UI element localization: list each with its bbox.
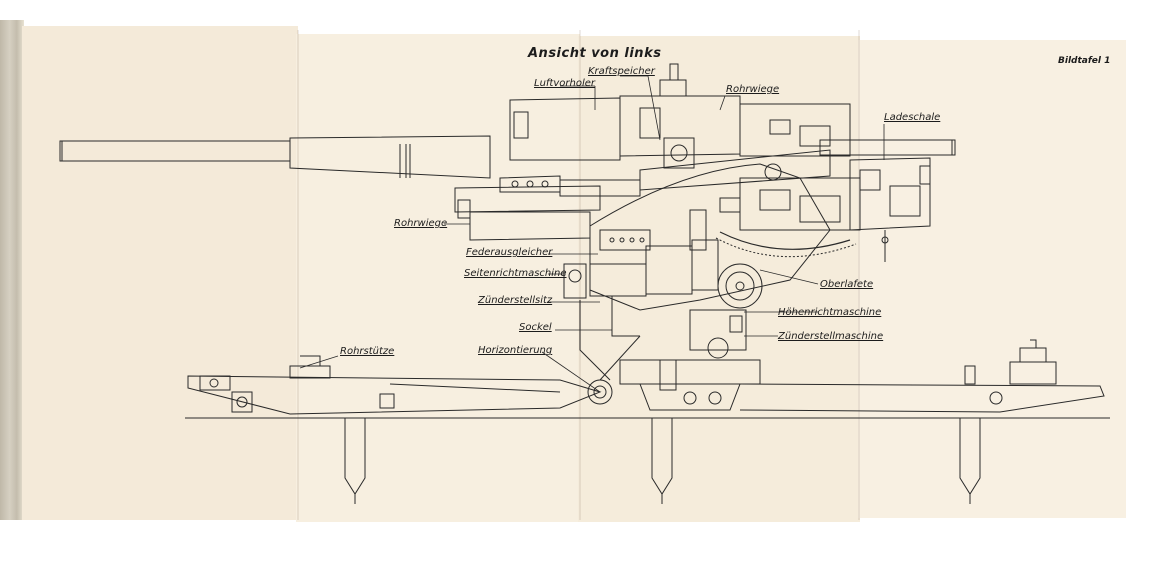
label-luftvorholer: Luftvorholer bbox=[534, 78, 595, 89]
label-rohrwiege-left: Rohrwiege bbox=[394, 218, 448, 229]
book-spine bbox=[0, 20, 24, 520]
page-panel-1 bbox=[22, 26, 298, 520]
label-horizontierung: Horizontierung bbox=[478, 345, 553, 356]
label-sockel: Sockel bbox=[519, 322, 552, 333]
label-rohrstuetze: Rohrstütze bbox=[340, 346, 395, 357]
pedestal bbox=[587, 359, 761, 411]
page-fold bbox=[858, 30, 860, 520]
ground-spikes bbox=[344, 418, 981, 504]
label-zuenderstellsitz: Zünderstellsitz bbox=[478, 295, 553, 306]
label-rohrwiege-top: Rohrwiege bbox=[726, 84, 780, 95]
page-fold bbox=[297, 30, 299, 520]
gun-cradle bbox=[454, 149, 831, 241]
label-ladeschale: Ladeschale bbox=[884, 112, 941, 123]
leader-lines bbox=[299, 75, 885, 393]
label-seitenrichtmaschine: Seitenrichtmaschine bbox=[464, 268, 567, 279]
label-zuenderstellmaschine: Zünderstellmaschine bbox=[778, 331, 884, 342]
gun-barrel bbox=[59, 135, 956, 179]
outrigger bbox=[187, 339, 1105, 415]
label-hoehenrichtmaschine: Höhenrichtmaschine bbox=[778, 307, 882, 318]
page-fold bbox=[579, 30, 581, 520]
traverse-mechanism bbox=[563, 239, 747, 381]
page-panel-2 bbox=[296, 34, 580, 522]
loading-tray bbox=[849, 157, 931, 262]
label-oberlafete: Oberlafete bbox=[820, 279, 874, 290]
plate-number: Bildtafel 1 bbox=[1058, 56, 1111, 66]
label-federausgleicher: Federausgleicher bbox=[466, 247, 553, 258]
page-panel-4 bbox=[858, 40, 1126, 518]
drawing-title: Ansicht von links bbox=[528, 46, 662, 61]
elevating-arc bbox=[715, 231, 857, 309]
recuperator bbox=[509, 63, 851, 169]
label-kraftspeicher: Kraftspeicher bbox=[588, 66, 655, 77]
